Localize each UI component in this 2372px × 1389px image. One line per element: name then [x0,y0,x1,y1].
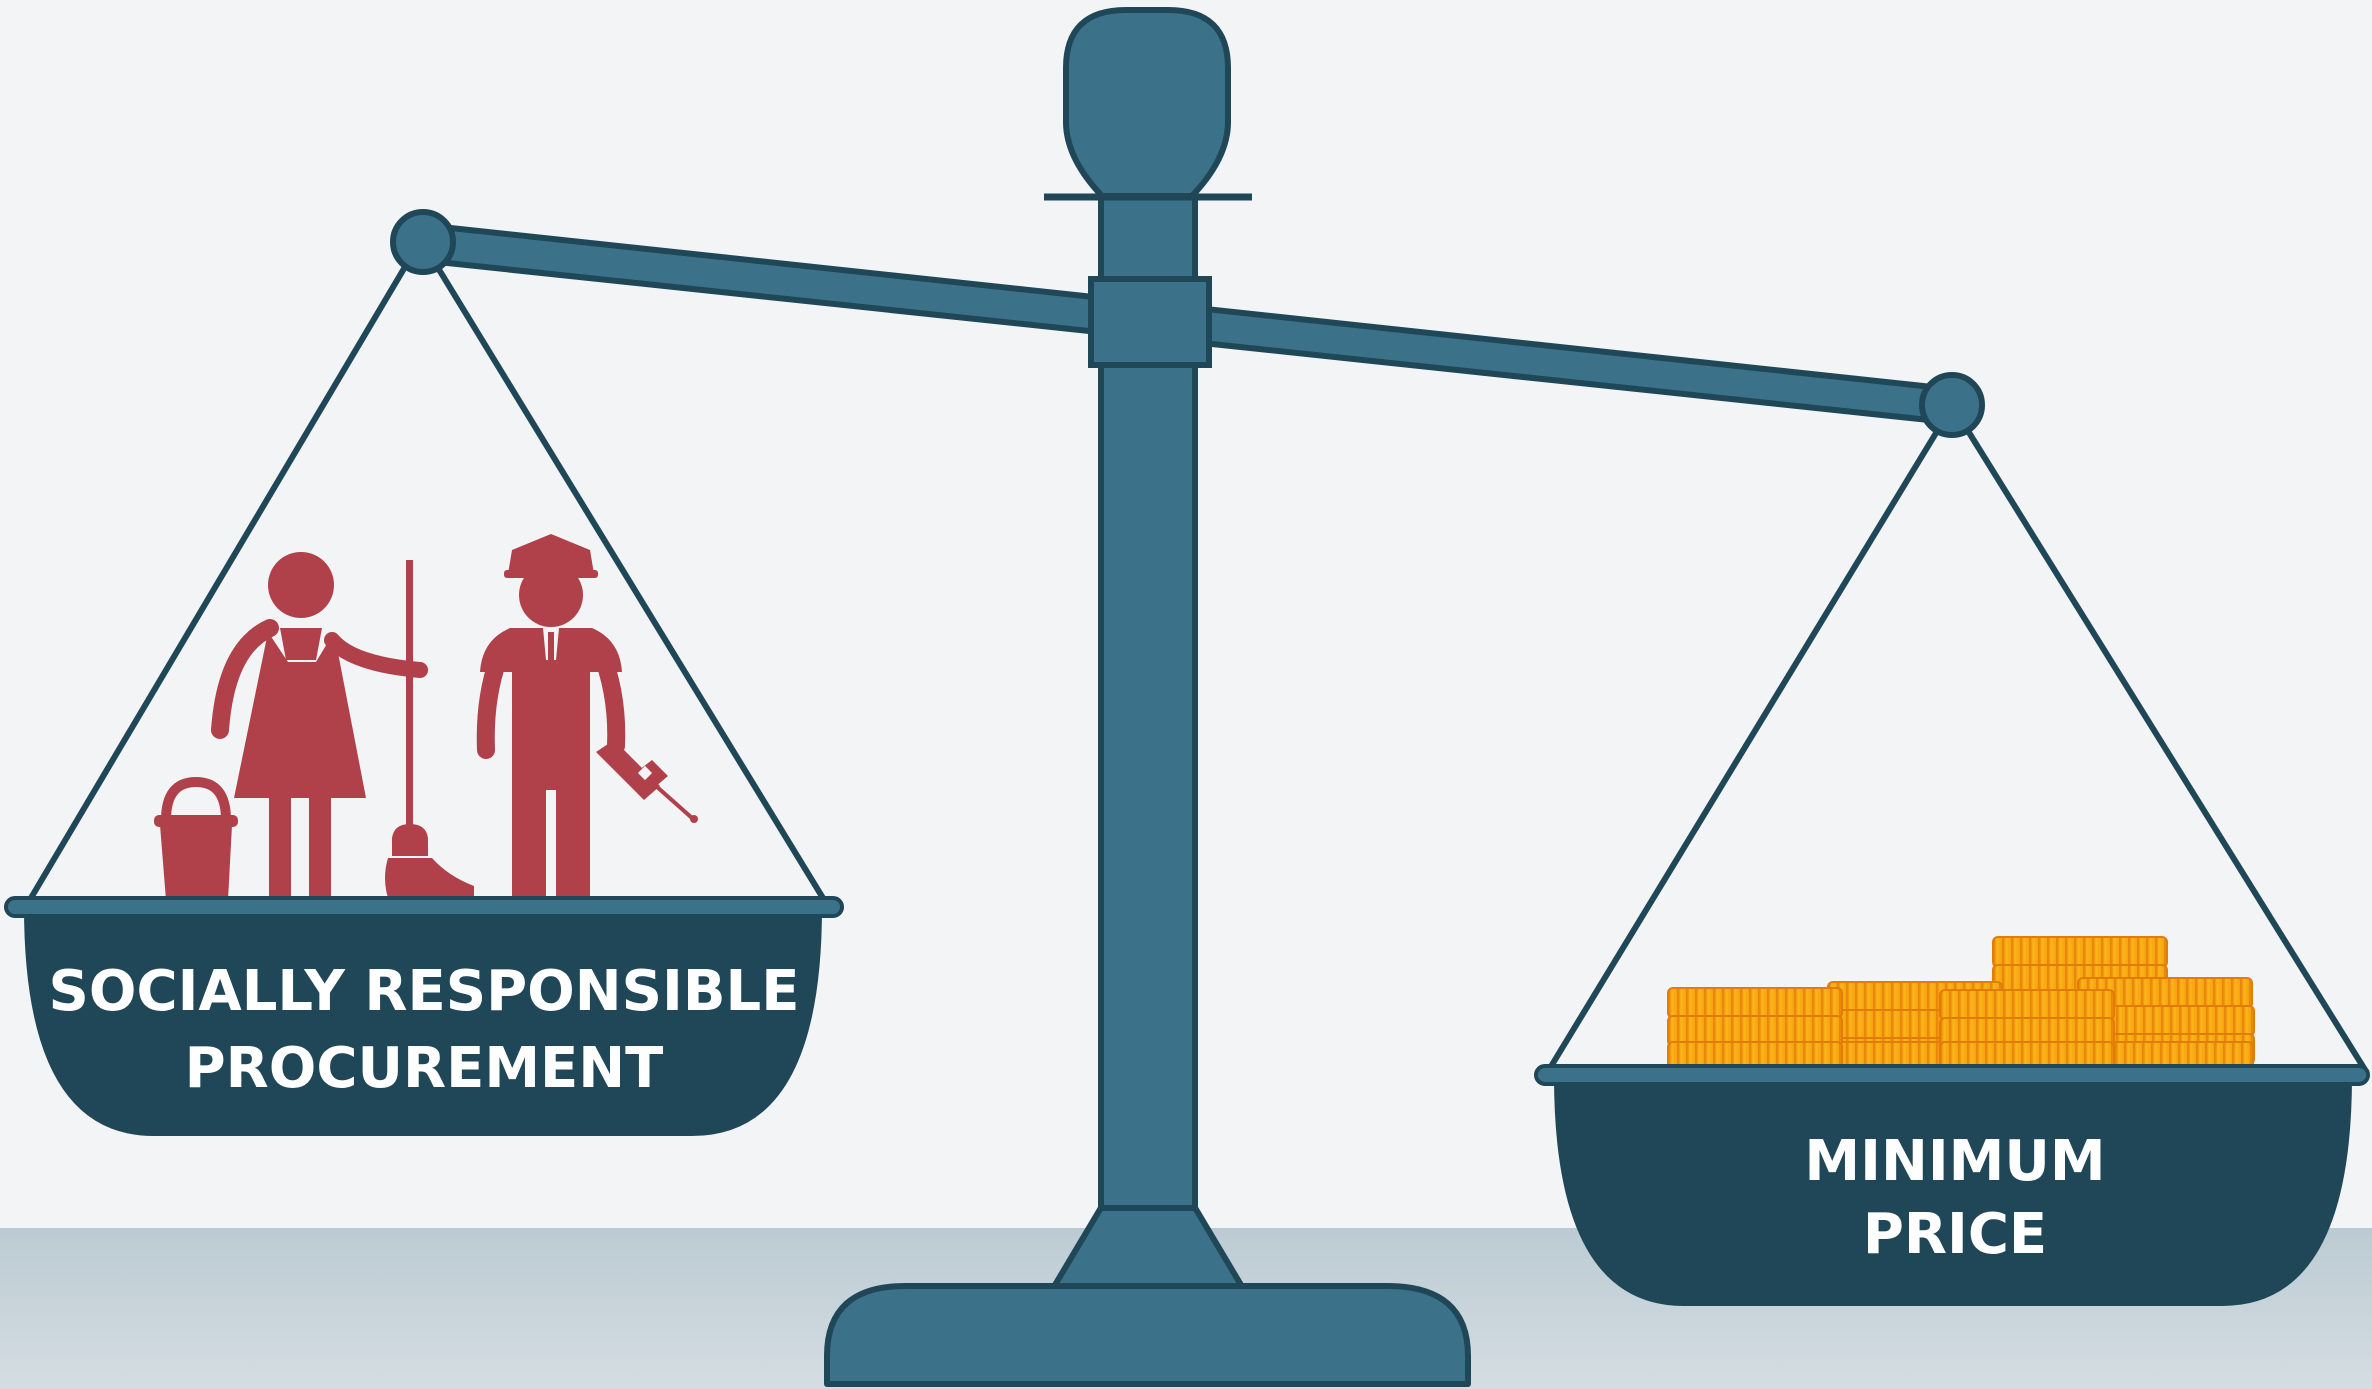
left-pan: SOCIALLY RESPONSIBLE PROCUREMENT [4,896,844,1136]
flashlight-icon [596,740,698,823]
security-guard-icon [476,534,626,898]
right-pan-strings [1544,408,2370,1075]
scale-finial [1063,7,1231,199]
left-pan-label-line1: SOCIALLY RESPONSIBLE [49,959,800,1024]
scale-base [824,1203,1471,1387]
bucket-icon [154,776,238,900]
left-pan-label-line2: PROCUREMENT [185,1036,664,1101]
left-pivot [390,209,456,275]
right-pan-label-line1: MINIMUM [1804,1129,2105,1194]
right-pan: MINIMUM PRICE [1534,1064,2370,1306]
beam-hub [1088,276,1212,368]
left-pan-figures [154,534,698,900]
right-pan-label-line2: PRICE [1863,1202,2047,1267]
left-pan-strings [25,243,829,905]
right-pivot [1919,372,1985,438]
broom-icon [385,560,474,898]
